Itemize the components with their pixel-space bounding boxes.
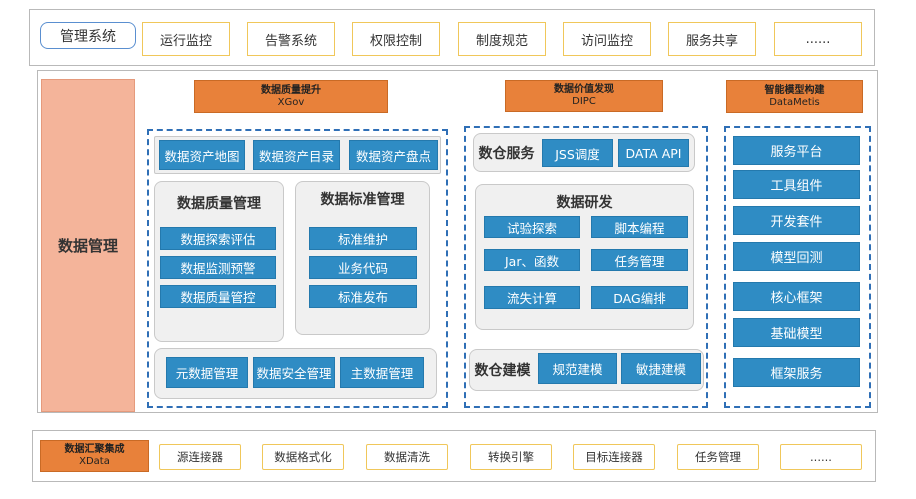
warehouse-service-title: 数仓服务 [478, 146, 535, 162]
trial-explore-button[interactable]: 试验探索 [484, 216, 580, 238]
header-dipc: 数据价值发现 DIPC [505, 80, 663, 112]
task-mgmt-button[interactable]: 任务管理 [591, 249, 688, 271]
agile-modeling-button[interactable]: 敏捷建模 [621, 353, 701, 384]
source-connector[interactable]: 源连接器 [159, 444, 241, 470]
dipc-region [464, 126, 708, 408]
jss-schedule-button[interactable]: JSS调度 [542, 139, 613, 167]
tab-access-monitor[interactable]: 访问监控 [563, 22, 651, 56]
tab-more[interactable]: ...... [774, 22, 862, 56]
model-item-dev-suite[interactable]: 开发套件 [733, 206, 860, 235]
tab-regulations[interactable]: 制度规范 [458, 22, 546, 56]
standard-publish-button[interactable]: 标准发布 [309, 285, 417, 308]
model-item-tool-components[interactable]: 工具组件 [733, 170, 860, 199]
header-xgov-sub: XGov [277, 96, 305, 108]
transform-engine[interactable]: 转换引擎 [470, 444, 552, 470]
target-connector[interactable]: 目标连接器 [573, 444, 655, 470]
standard-modeling-button[interactable]: 规范建模 [538, 353, 617, 384]
header-datametis: 智能模型构建 DataMetis [726, 80, 863, 113]
tab-service-share[interactable]: 服务共享 [668, 22, 756, 56]
data-format[interactable]: 数据格式化 [262, 444, 344, 470]
xdata-label: 数据汇聚集成 XData [40, 440, 149, 472]
header-dipc-sub: DIPC [572, 96, 596, 107]
model-item-core-framework[interactable]: 核心框架 [733, 282, 860, 311]
top-nav-bar: 管理系统 运行监控 告警系统 权限控制 制度规范 访问监控 服务共享 .....… [29, 9, 875, 66]
tab-management-system[interactable]: 管理系统 [40, 22, 136, 49]
warehouse-model-title: 数仓建模 [474, 363, 531, 379]
model-item-service-platform[interactable]: 服务平台 [733, 136, 860, 165]
data-management-label: 数据管理 [41, 79, 135, 412]
xgov-region [147, 129, 448, 408]
model-item-backtest[interactable]: 模型回测 [733, 242, 860, 271]
quality-mgmt-title: 数据质量管理 [177, 196, 261, 212]
xdata-sub: XData [79, 456, 110, 467]
header-dipc-title: 数据价值发现 [554, 84, 614, 95]
header-xgov: 数据质量提升 XGov [194, 80, 388, 113]
model-item-base-model[interactable]: 基础模型 [733, 318, 860, 347]
dag-orchestrate-button[interactable]: DAG编排 [591, 286, 688, 309]
stream-compute-button[interactable]: 流失计算 [484, 286, 580, 309]
standard-mgmt-title: 数据标准管理 [320, 192, 405, 208]
header-datametis-sub: DataMetis [769, 96, 820, 108]
jar-function-button[interactable]: Jar、函数 [484, 249, 580, 271]
business-code-button[interactable]: 业务代码 [309, 256, 417, 279]
data-clean[interactable]: 数据清洗 [366, 444, 448, 470]
datametis-region [724, 126, 871, 408]
quality-monitor-button[interactable]: 数据监测预警 [160, 256, 276, 279]
quality-control-button[interactable]: 数据质量管控 [160, 285, 276, 308]
tab-permission-control[interactable]: 权限控制 [352, 22, 440, 56]
xdata-title: 数据汇聚集成 [64, 444, 125, 455]
tab-run-monitor[interactable]: 运行监控 [142, 22, 230, 56]
metadata-mgmt-button[interactable]: 元数据管理 [166, 357, 248, 388]
bottom-more[interactable]: ...... [780, 444, 862, 470]
task-management[interactable]: 任务管理 [677, 444, 759, 470]
asset-catalog-button[interactable]: 数据资产目录 [253, 140, 340, 170]
header-datametis-title: 智能模型构建 [764, 84, 825, 96]
quality-explore-button[interactable]: 数据探索评估 [160, 227, 276, 250]
asset-map-button[interactable]: 数据资产地图 [159, 140, 245, 170]
research-title: 数据研发 [556, 195, 613, 211]
tab-alarm-system[interactable]: 告警系统 [247, 22, 335, 56]
standard-maintain-button[interactable]: 标准维护 [309, 227, 417, 250]
asset-inventory-button[interactable]: 数据资产盘点 [349, 140, 438, 170]
data-api-button[interactable]: DATA API [618, 139, 689, 167]
master-data-button[interactable]: 主数据管理 [340, 357, 424, 388]
header-xgov-title: 数据质量提升 [261, 84, 321, 96]
data-security-button[interactable]: 数据安全管理 [253, 357, 335, 388]
model-item-framework-service[interactable]: 框架服务 [733, 358, 860, 387]
script-programming-button[interactable]: 脚本编程 [591, 216, 688, 238]
